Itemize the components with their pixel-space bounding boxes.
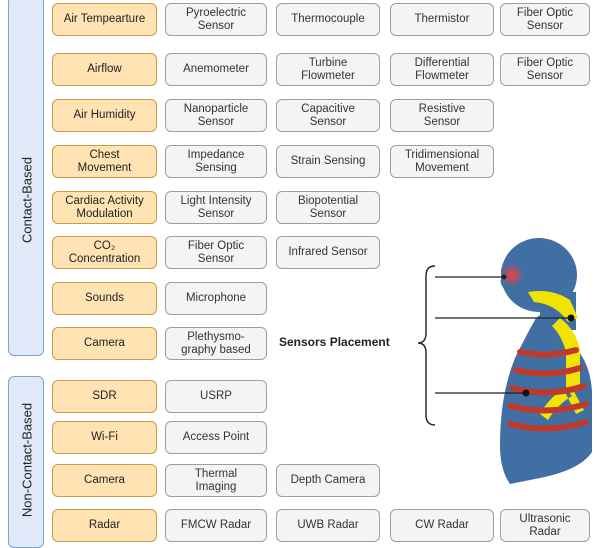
placement-bracket xyxy=(418,266,435,425)
placement-point-chest xyxy=(523,390,530,397)
placement-point-neck xyxy=(568,315,575,322)
placement-point-head xyxy=(502,275,507,280)
